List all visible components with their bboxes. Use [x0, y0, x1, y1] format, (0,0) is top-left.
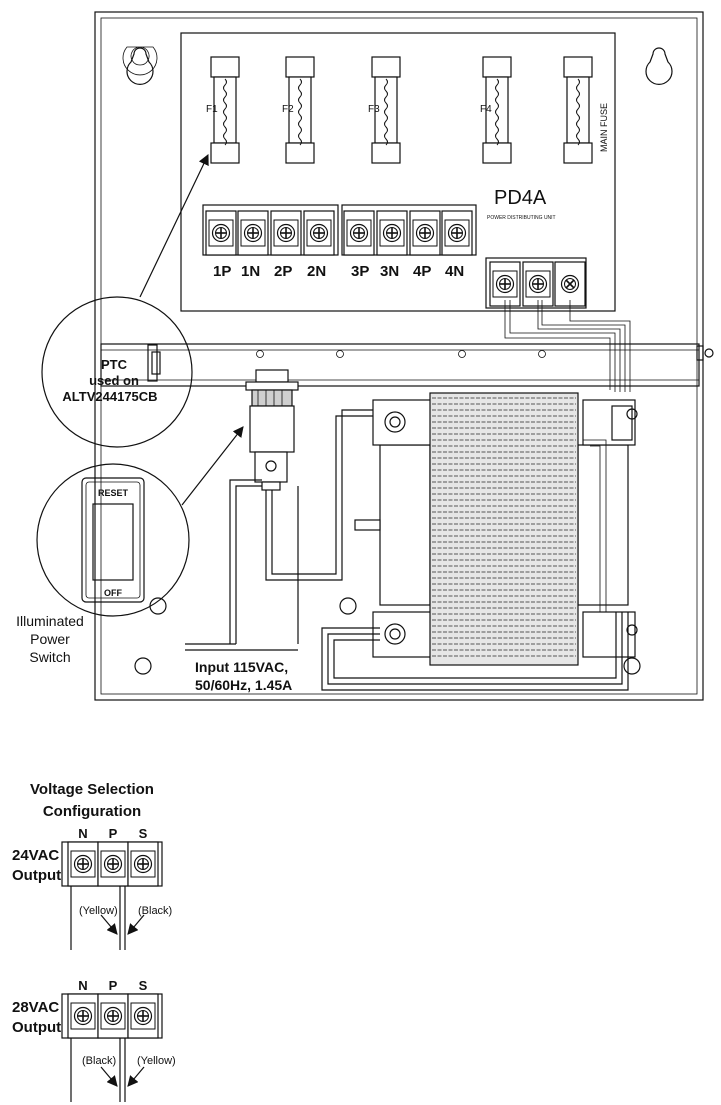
primary-wiring	[321, 439, 629, 691]
power-switch-body	[245, 369, 299, 491]
output-terminal-block-left	[202, 204, 339, 256]
fuse-label-f1: F1	[206, 104, 218, 115]
switch-off-label: OFF	[104, 588, 122, 598]
voltage-selection-title-line1: Voltage Selection	[30, 781, 154, 798]
switch-label-line2: Power	[30, 631, 70, 647]
ptc-callout	[41, 154, 209, 448]
config2-terminal-s: S	[139, 978, 148, 993]
config1-wire-left: (Yellow)	[79, 905, 118, 917]
config2-terminal-n: N	[78, 978, 87, 993]
output-label: 3N	[380, 263, 399, 280]
output-label: 4N	[445, 263, 464, 280]
output-label: 4P	[413, 263, 431, 280]
config2-wire-right: (Yellow)	[137, 1055, 176, 1067]
output-label: 1P	[213, 263, 231, 280]
input-terminal-block	[485, 257, 587, 309]
output-label: 1N	[241, 263, 260, 280]
switch-reset-label: RESET	[98, 488, 129, 498]
keyhole-mount-left	[122, 46, 158, 85]
output-labels: 1P 1N 2P 2N 3P 3N 4P 4N	[213, 263, 464, 280]
switch-wiring	[185, 409, 380, 651]
pd4a-board	[180, 32, 616, 312]
config1-output-line1: 24VAC	[12, 847, 59, 864]
fuse-label-f2: F2	[282, 104, 294, 115]
ptc-line3: ALTV244175CB	[62, 389, 157, 404]
voltage-selection-title-line2: Configuration	[43, 803, 141, 820]
switch-callout	[36, 426, 244, 617]
ptc-line2: used on	[89, 373, 139, 388]
output-label: 2N	[307, 263, 326, 280]
switch-label-line1: Illuminated	[16, 613, 84, 629]
output-terminal-block-right	[341, 204, 477, 256]
config1-output-line2: Output	[12, 867, 61, 884]
fuse-holders	[210, 56, 593, 164]
keyhole-mount-right	[645, 47, 673, 85]
config1-wire-right: (Black)	[138, 905, 172, 917]
config2-terminal-p: P	[109, 978, 118, 993]
config-24vac	[61, 841, 163, 950]
mounting-rail	[100, 343, 714, 387]
secondary-wires	[504, 300, 631, 392]
input-label-line1: Input 115VAC,	[195, 659, 288, 675]
fuse-label-f3: F3	[368, 104, 380, 115]
fuse-label-f4: F4	[480, 104, 492, 115]
config-28vac	[61, 993, 163, 1102]
output-label: 2P	[274, 263, 292, 280]
config2-output-line1: 28VAC	[12, 999, 59, 1016]
config1-terminal-n: N	[78, 826, 87, 841]
transformer	[354, 392, 638, 666]
ptc-line1: PTC	[101, 357, 128, 372]
switch-label-line3: Switch	[29, 649, 70, 665]
output-label: 3P	[351, 263, 369, 280]
config2-wire-left: (Black)	[82, 1055, 116, 1067]
config1-terminal-p: P	[109, 826, 118, 841]
main-fuse-label: MAIN FUSE	[599, 103, 609, 152]
board-model-label: PD4A	[494, 187, 547, 209]
board-subtitle: POWER DISTRIBUTING UNIT	[487, 215, 556, 221]
main-fuse	[563, 56, 593, 164]
input-label-line2: 50/60Hz, 1.45A	[195, 677, 292, 693]
mounting-holes	[134, 597, 641, 675]
config1-terminal-s: S	[139, 826, 148, 841]
config2-output-line2: Output	[12, 1019, 61, 1036]
